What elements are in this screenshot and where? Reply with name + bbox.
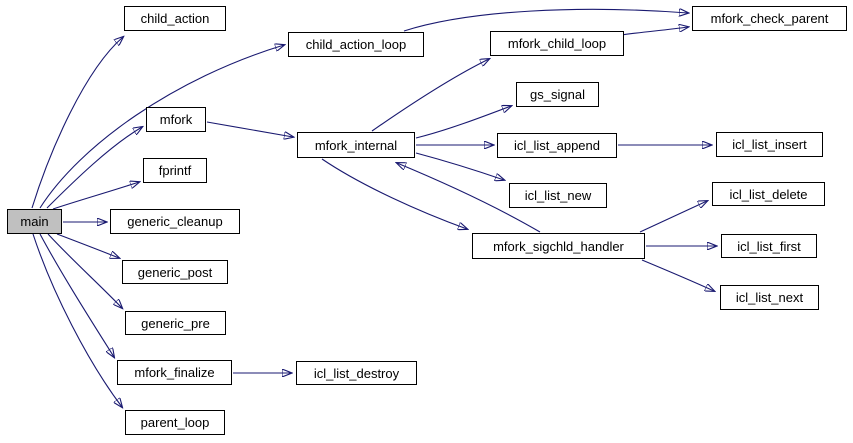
edge-main-to-parent-loop bbox=[32, 233, 122, 407]
node-icl-list-delete[interactable]: icl_list_delete bbox=[712, 182, 825, 206]
node-mfork-sigchld-handler-label: mfork_sigchld_handler bbox=[493, 238, 624, 254]
node-generic-post-label: generic_post bbox=[137, 264, 213, 280]
node-icl-list-insert[interactable]: icl_list_insert bbox=[716, 132, 823, 157]
node-icl-list-destroy-label: icl_list_destroy bbox=[313, 365, 400, 381]
node-child-action-loop-label: child_action_loop bbox=[305, 37, 407, 52]
edge-main-to-generic-pre bbox=[47, 233, 122, 308]
edge-mfork-sigchld-handler-to-icl-list-delete bbox=[639, 201, 707, 233]
node-icl-list-append-label: icl_list_append bbox=[513, 138, 600, 153]
node-icl-list-destroy[interactable]: icl_list_destroy bbox=[296, 361, 417, 385]
node-mfork-sigchld-handler[interactable]: mfork_sigchld_handler bbox=[472, 233, 645, 259]
edge-main-to-child-action bbox=[31, 37, 123, 209]
node-gs-signal-label: gs_signal bbox=[530, 87, 585, 102]
node-generic-pre-label: generic_pre bbox=[141, 315, 210, 331]
node-mfork-child-loop[interactable]: mfork_child_loop bbox=[490, 31, 624, 56]
node-icl-list-insert-label: icl_list_insert bbox=[732, 137, 807, 152]
node-main-label: main bbox=[20, 214, 49, 229]
node-generic-pre[interactable]: generic_pre bbox=[125, 311, 226, 335]
edge-mfork-internal-to-gs-signal bbox=[415, 106, 511, 139]
edge-main-to-generic-post bbox=[56, 233, 119, 258]
node-fprintf-label: fprintf bbox=[158, 163, 192, 178]
node-mfork-child-loop-label: mfork_child_loop bbox=[507, 36, 607, 51]
node-icl-list-first-label: icl_list_first bbox=[737, 238, 801, 254]
node-mfork-check-parent-label: mfork_check_parent bbox=[710, 11, 829, 26]
node-icl-list-append[interactable]: icl_list_append bbox=[497, 133, 617, 158]
node-generic-cleanup-label: generic_cleanup bbox=[127, 214, 223, 229]
node-icl-list-first[interactable]: icl_list_first bbox=[721, 234, 817, 258]
edge-main-to-mfork-finalize bbox=[39, 233, 114, 357]
edge-mfork-internal-to-icl-list-new bbox=[415, 152, 504, 180]
node-parent-loop-label: parent_loop bbox=[140, 415, 210, 430]
node-fprintf[interactable]: fprintf bbox=[143, 158, 207, 183]
edge-main-to-mfork bbox=[46, 127, 142, 209]
node-icl-list-next-label: icl_list_next bbox=[735, 290, 804, 305]
edge-main-to-child-action-loop bbox=[39, 45, 284, 209]
node-generic-post[interactable]: generic_post bbox=[122, 260, 228, 284]
edge-main-to-fprintf bbox=[52, 182, 139, 210]
node-mfork-finalize[interactable]: mfork_finalize bbox=[117, 360, 232, 385]
node-mfork[interactable]: mfork bbox=[146, 107, 206, 132]
node-main: main bbox=[7, 209, 62, 234]
edge-child-action-loop-to-mfork-check-parent bbox=[403, 9, 688, 32]
node-child-action-label: child_action bbox=[140, 11, 210, 26]
node-generic-cleanup[interactable]: generic_cleanup bbox=[110, 209, 240, 234]
node-icl-list-delete-label: icl_list_delete bbox=[729, 186, 808, 202]
node-mfork-check-parent[interactable]: mfork_check_parent bbox=[692, 6, 847, 31]
node-icl-list-new[interactable]: icl_list_new bbox=[509, 183, 607, 208]
edge-mfork-child-loop-to-mfork-check-parent bbox=[620, 27, 688, 36]
node-child-action-loop[interactable]: child_action_loop bbox=[288, 32, 424, 57]
edge-mfork-to-mfork-internal bbox=[206, 121, 293, 137]
node-mfork-finalize-label: mfork_finalize bbox=[134, 365, 215, 380]
edge-mfork-sigchld-handler-to-icl-list-next bbox=[641, 259, 714, 291]
node-mfork-label: mfork bbox=[159, 112, 193, 127]
node-child-action[interactable]: child_action bbox=[124, 6, 226, 31]
edge-mfork-internal-to-mfork-sigchld-handler bbox=[321, 158, 467, 229]
node-icl-list-new-label: icl_list_new bbox=[524, 188, 592, 203]
node-parent-loop[interactable]: parent_loop bbox=[125, 410, 225, 435]
node-mfork-internal-label: mfork_internal bbox=[314, 137, 398, 153]
edge-mfork-internal-to-mfork-child-loop bbox=[371, 59, 489, 132]
edge-mfork-sigchld-handler-to-mfork-internal bbox=[397, 163, 541, 233]
node-icl-list-next[interactable]: icl_list_next bbox=[720, 285, 819, 310]
node-gs-signal[interactable]: gs_signal bbox=[516, 82, 599, 107]
node-mfork-internal[interactable]: mfork_internal bbox=[297, 132, 415, 158]
